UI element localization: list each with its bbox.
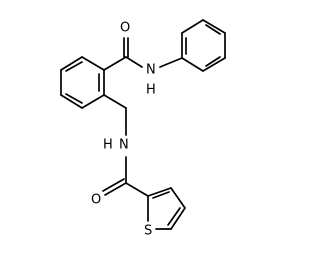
bond xyxy=(60,56,83,71)
nitrogen-label: N xyxy=(146,63,156,78)
benzene-ring xyxy=(60,56,105,109)
bond xyxy=(103,94,127,109)
bond xyxy=(170,207,186,230)
upper-amide xyxy=(103,37,183,71)
oxygen-label: O xyxy=(120,21,130,36)
bond xyxy=(170,187,186,209)
hydrogen-label: H xyxy=(146,83,156,98)
double-bond-inner xyxy=(205,24,221,35)
oxygen-label: O xyxy=(91,193,101,208)
double-bond-inner xyxy=(65,61,83,72)
bond xyxy=(125,56,143,68)
thiophene-ring xyxy=(147,187,186,230)
double-bond-inner xyxy=(167,207,181,226)
double-bond-inner xyxy=(205,56,221,67)
bond xyxy=(159,57,183,68)
bond xyxy=(181,19,204,34)
bond xyxy=(202,19,226,34)
bond xyxy=(202,57,226,72)
nitrogen-label: N xyxy=(119,138,129,153)
phenyl-ring xyxy=(181,19,226,72)
carbonyl-bond xyxy=(102,178,125,192)
sulfur-label: S xyxy=(144,224,152,239)
atom-labels: O N H H N O S xyxy=(91,21,156,239)
structure-diagram: O N H H N O S xyxy=(60,19,226,239)
bond xyxy=(147,187,172,197)
double-bond-inner xyxy=(152,191,170,199)
hydrogen-label: H xyxy=(103,138,113,153)
lower-amide xyxy=(102,94,149,197)
bond xyxy=(181,57,204,72)
carbonyl-bond xyxy=(104,182,127,196)
molecule-drawing: O N H H N O S xyxy=(60,19,226,239)
bond xyxy=(60,94,83,109)
double-bond-inner xyxy=(65,93,83,104)
bond xyxy=(125,182,149,197)
bond xyxy=(103,56,127,71)
bond xyxy=(81,56,105,71)
bond xyxy=(81,94,105,109)
